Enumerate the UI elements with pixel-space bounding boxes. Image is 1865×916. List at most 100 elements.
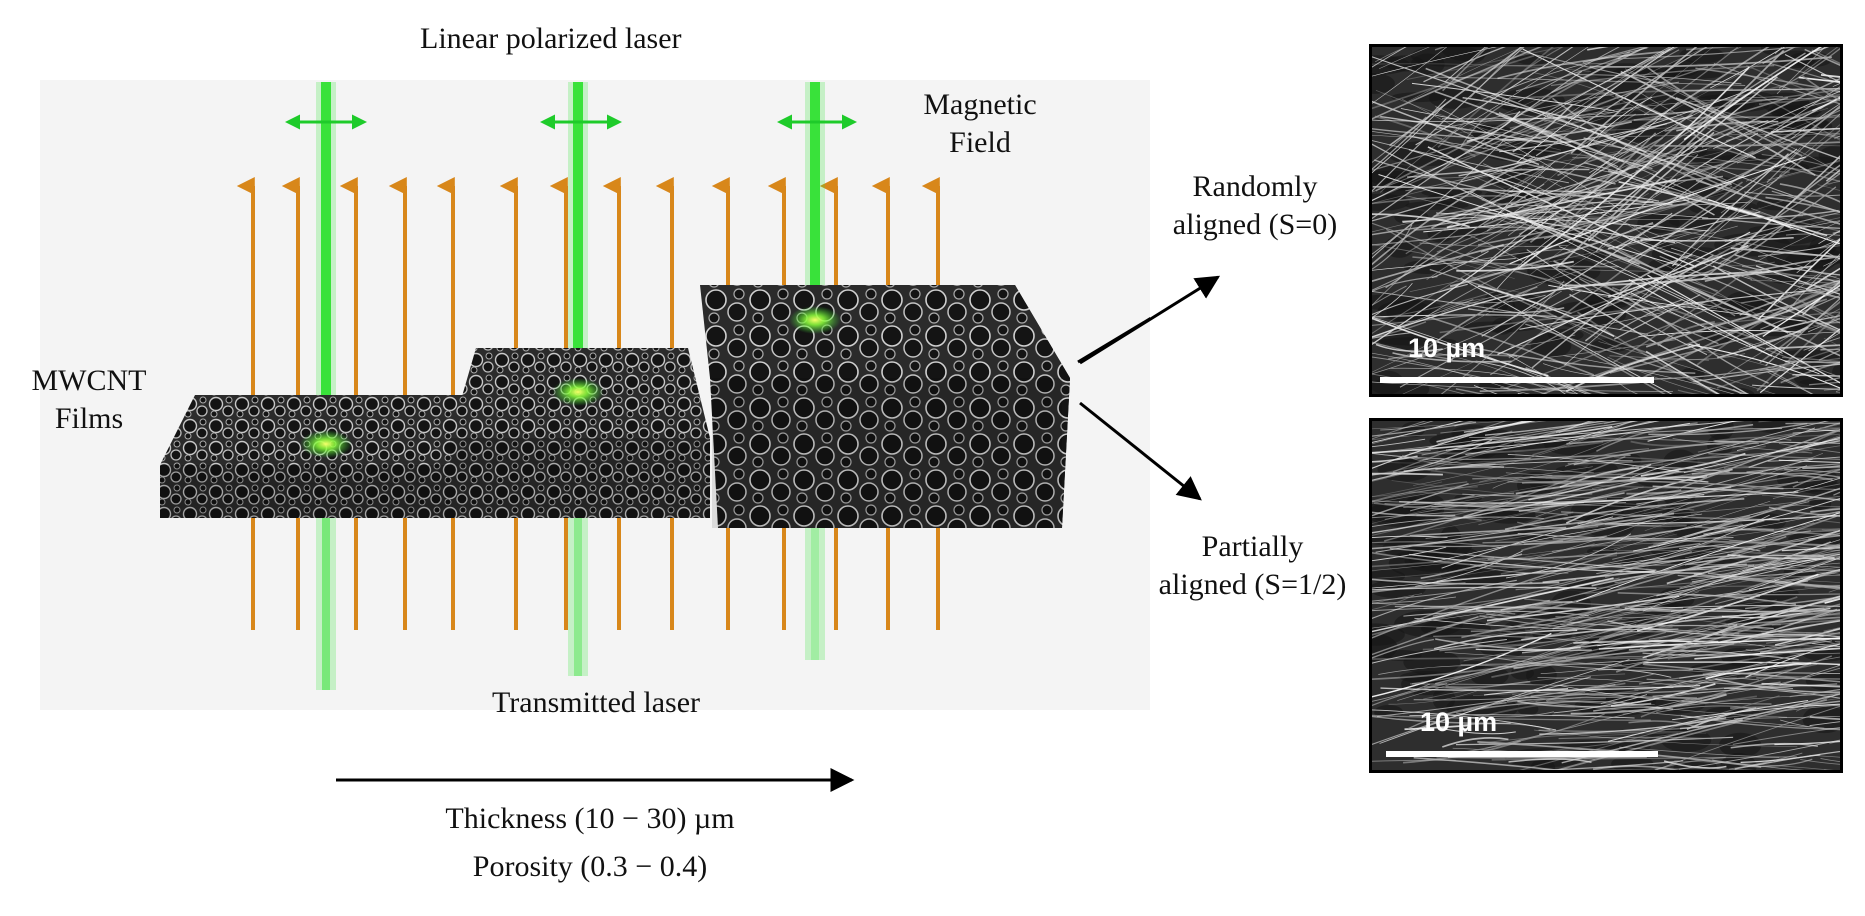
sem-fiber xyxy=(1724,593,1840,596)
films-line-2: Films xyxy=(54,401,124,435)
sem-fiber xyxy=(1778,124,1840,177)
sem-fiber xyxy=(1608,244,1749,298)
sem-fiber xyxy=(1372,133,1496,171)
sem-pore xyxy=(1372,73,1395,94)
sem-fiber xyxy=(1760,127,1840,137)
sem-fiber xyxy=(1372,111,1619,122)
sem-fiber xyxy=(1560,199,1750,206)
sem-fiber xyxy=(1554,698,1828,770)
sem-fiber xyxy=(1643,64,1803,157)
sem-fiber xyxy=(1723,466,1840,469)
sem-fiber xyxy=(1699,378,1748,394)
laser-incident-2 xyxy=(573,82,583,392)
sem-fiber xyxy=(1501,62,1611,67)
sem-fiber xyxy=(1400,108,1653,170)
scale-label-partial: 10 µm xyxy=(1420,707,1498,737)
sem-fiber xyxy=(1428,350,1551,393)
sem-fiber xyxy=(1821,529,1840,531)
sem-fiber xyxy=(1769,62,1840,84)
films-line-1: MWCNT xyxy=(31,364,147,397)
sem-fiber xyxy=(1654,141,1840,147)
sem-fiber xyxy=(1509,190,1660,202)
sem-fiber xyxy=(1372,47,1543,120)
sem-fiber xyxy=(1442,47,1489,92)
sem-fiber xyxy=(1413,421,1633,486)
sem-fiber xyxy=(1782,356,1840,363)
sem-fiber xyxy=(1647,421,1738,442)
sem-fiber xyxy=(1684,487,1840,539)
sem-fiber xyxy=(1401,454,1496,466)
sem-fiber xyxy=(1372,70,1583,220)
sem-fiber xyxy=(1435,638,1592,652)
sem-fiber xyxy=(1728,288,1840,334)
sem-fiber xyxy=(1679,545,1761,552)
sem-fiber xyxy=(1460,100,1510,148)
sem-fiber xyxy=(1542,570,1655,584)
sem-pore xyxy=(1526,664,1557,687)
sem-fiber xyxy=(1372,275,1438,293)
sem-fiber xyxy=(1423,47,1506,83)
sem-fiber xyxy=(1659,255,1840,333)
sem-fiber xyxy=(1497,623,1637,648)
sem-fiber xyxy=(1470,47,1679,153)
sem-fiber xyxy=(1496,205,1600,290)
sem-pore xyxy=(1491,317,1514,335)
sem-fiber xyxy=(1440,421,1547,434)
sem-fiber xyxy=(1372,425,1613,454)
sem-fiber xyxy=(1420,553,1523,579)
sem-fiber xyxy=(1532,421,1635,456)
sem-fiber xyxy=(1696,488,1840,491)
scale-bar-partial xyxy=(1386,751,1658,757)
sem-panel-random: 10 µm xyxy=(1369,44,1843,397)
film-2 xyxy=(450,348,710,518)
sem-fiber xyxy=(1372,455,1591,464)
sem-fiber xyxy=(1538,174,1651,240)
sem-fiber xyxy=(1779,664,1840,686)
sem-fiber xyxy=(1792,468,1840,488)
sem-fiber xyxy=(1824,769,1829,770)
sem-fiber xyxy=(1403,500,1553,508)
sem-fiber xyxy=(1477,285,1615,337)
sem-fiber xyxy=(1445,422,1690,451)
sem-fiber xyxy=(1445,680,1531,689)
sem-fiber xyxy=(1408,535,1607,548)
sem-fiber xyxy=(1384,494,1475,506)
sem-fiber xyxy=(1658,249,1773,282)
sem-fiber xyxy=(1817,510,1840,516)
sem-pore xyxy=(1529,476,1554,490)
sem-fiber xyxy=(1403,610,1589,617)
sem-fiber xyxy=(1616,379,1639,394)
sem-fiber xyxy=(1433,629,1578,650)
film-2-front-shade xyxy=(450,438,710,518)
sem-fiber xyxy=(1437,47,1554,148)
sem-pore xyxy=(1372,500,1427,527)
sem-fiber xyxy=(1789,608,1840,625)
sem-fiber xyxy=(1498,111,1633,178)
sem-fiber xyxy=(1760,597,1840,617)
sem-fiber xyxy=(1509,156,1807,265)
sem-fiber xyxy=(1375,47,1407,63)
sem-fiber xyxy=(1538,421,1596,438)
sem-fiber xyxy=(1508,181,1743,359)
sem-fiber xyxy=(1413,505,1558,533)
laser-spot-2 xyxy=(552,378,604,406)
sem-fiber xyxy=(1639,663,1768,685)
sem-fiber xyxy=(1372,482,1469,517)
sem-fiber xyxy=(1372,314,1475,327)
sem-fiber xyxy=(1535,701,1825,729)
sem-fiber xyxy=(1372,213,1470,228)
sem-fiber xyxy=(1760,294,1840,330)
sem-fiber xyxy=(1638,91,1743,141)
sem-fiber xyxy=(1409,441,1604,455)
sem-fiber xyxy=(1480,232,1592,253)
sem-fiber xyxy=(1372,63,1592,72)
sem-fiber xyxy=(1793,477,1840,493)
sem-fiber xyxy=(1540,646,1708,674)
thickness-label: Thickness (10 − 30) µm xyxy=(445,802,735,835)
sem-fiber xyxy=(1703,528,1774,536)
film-3-side xyxy=(1015,285,1070,528)
sem-fiber xyxy=(1372,683,1448,707)
sem-pore xyxy=(1684,247,1719,259)
sem-fiber xyxy=(1748,557,1840,591)
sem-fiber xyxy=(1377,684,1616,718)
